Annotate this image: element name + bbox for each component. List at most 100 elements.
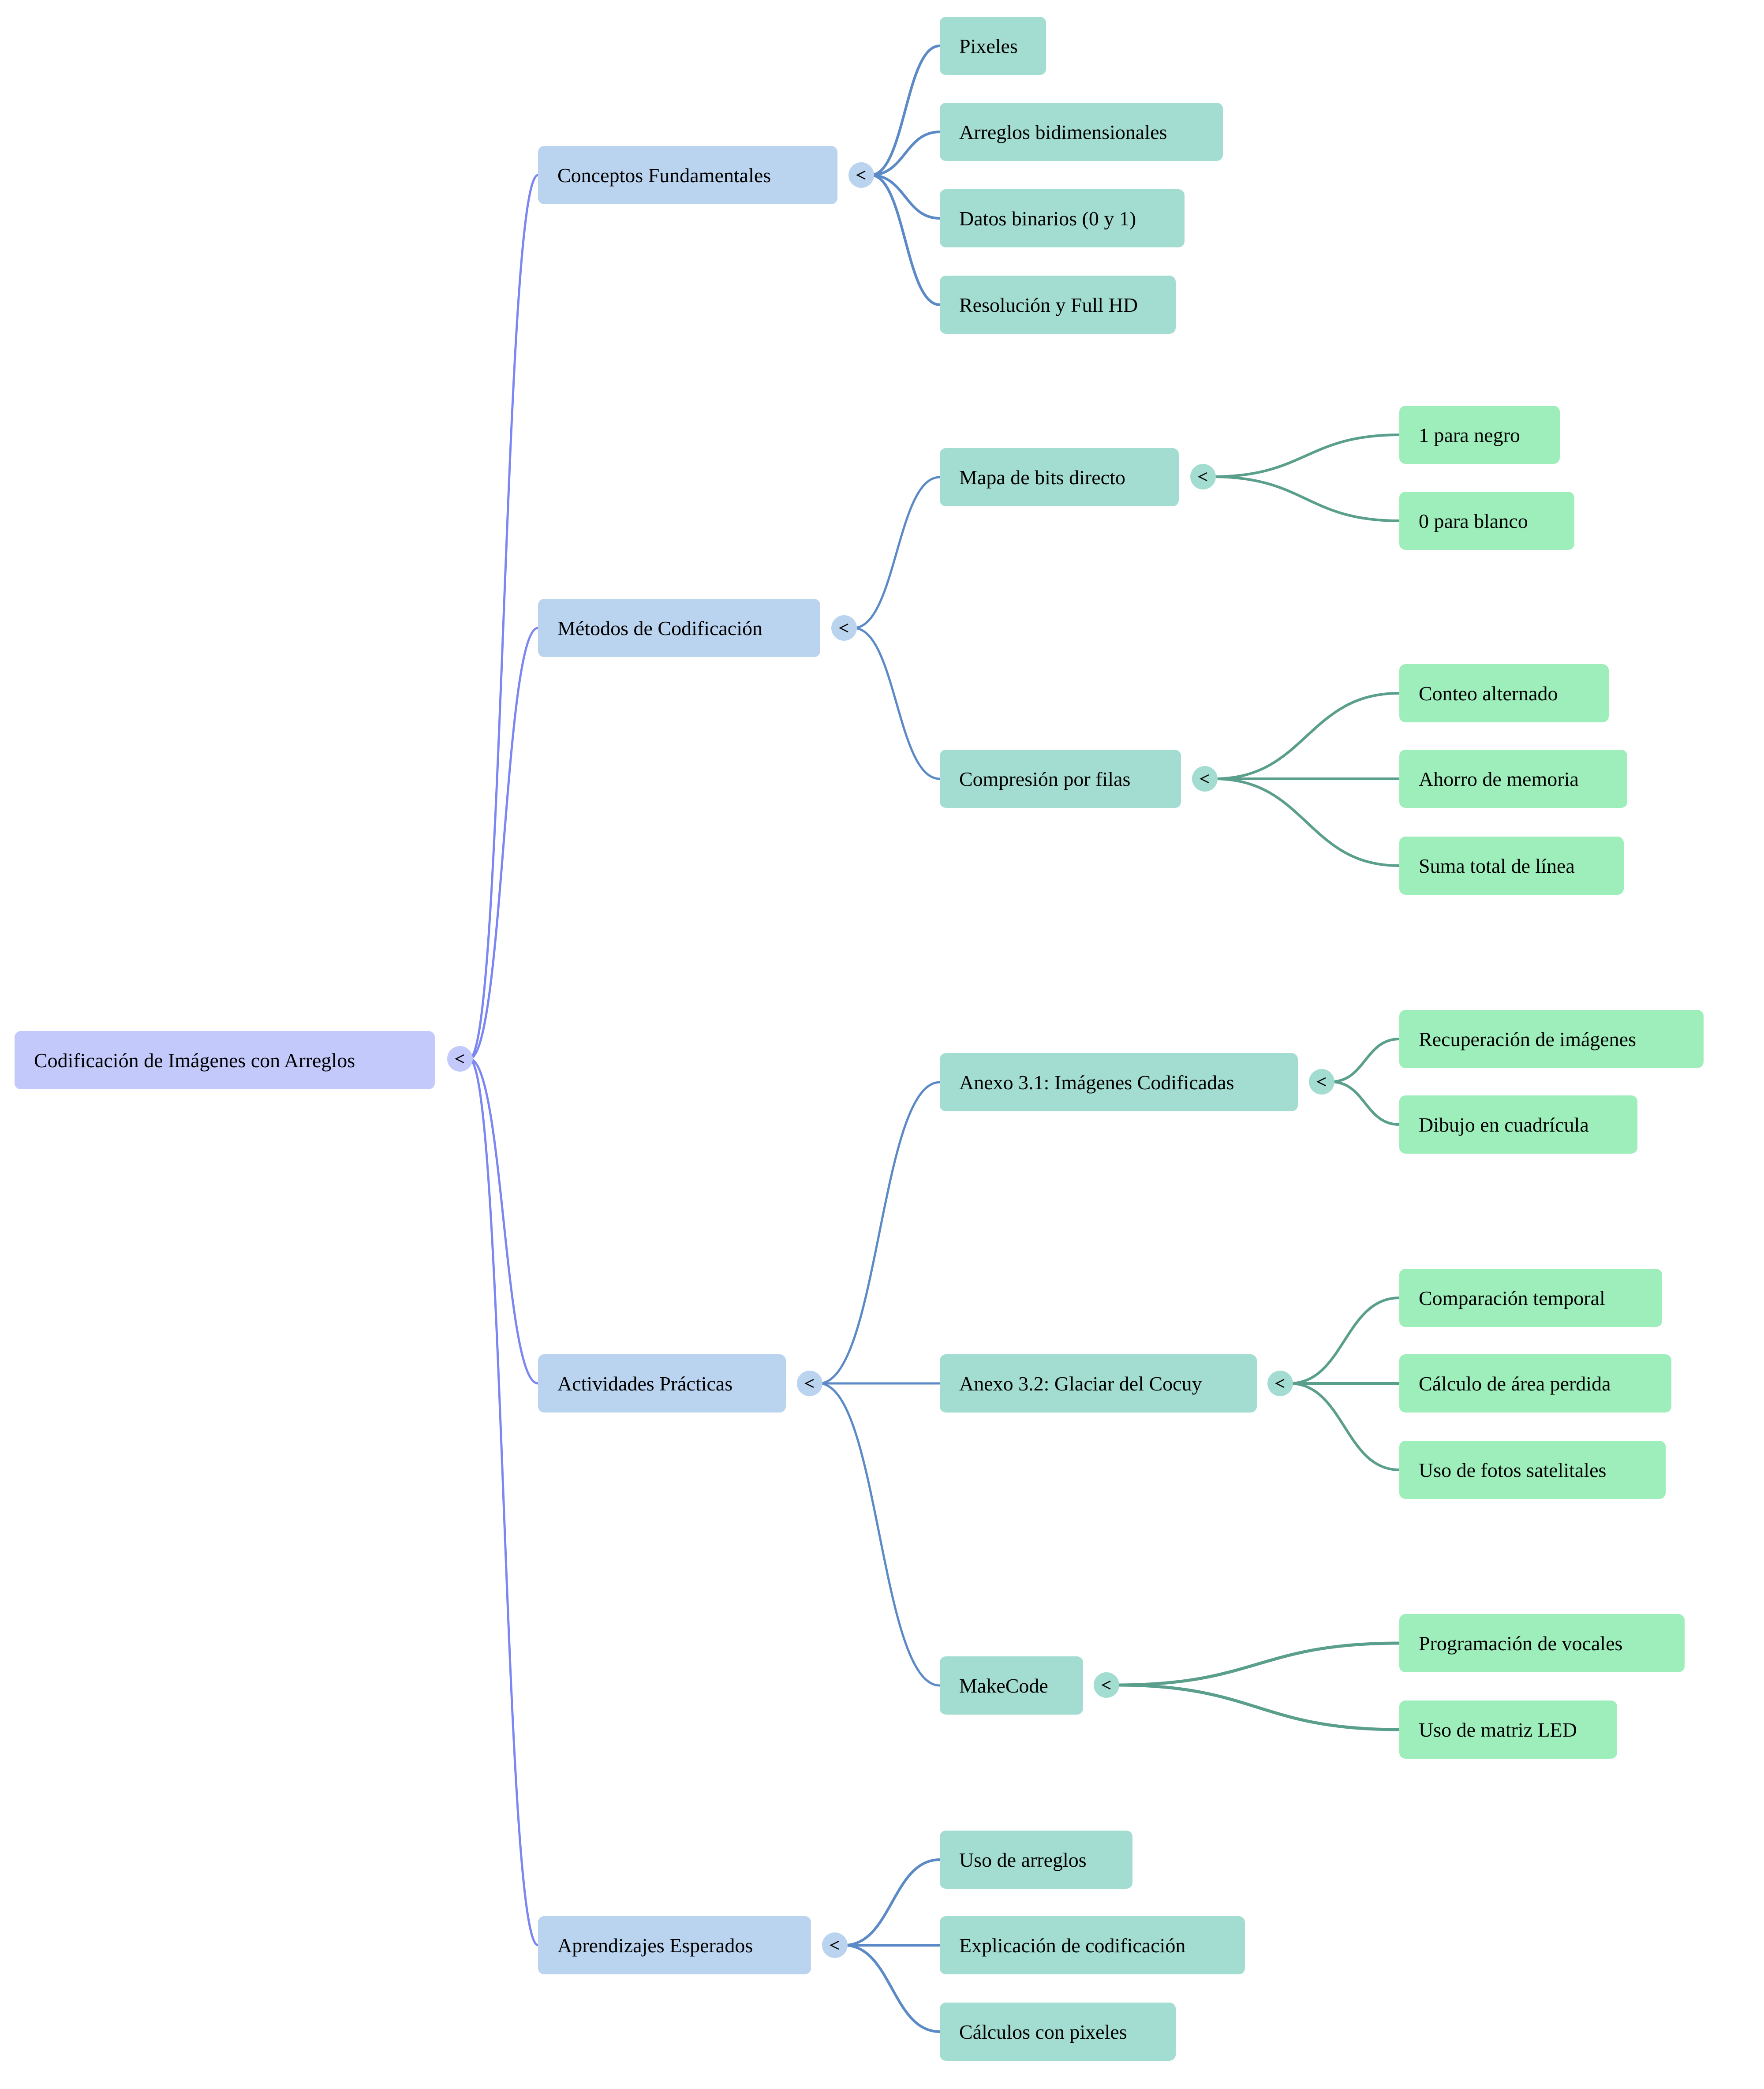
- chevron-left-icon: [1198, 472, 1207, 482]
- node-label: Anexo 3.2: Glaciar del Cocuy: [959, 1372, 1202, 1395]
- leaf-calculos-con-pixeles[interactable]: Cálculos con pixeles: [940, 2003, 1176, 2061]
- conceptos-collapse-toggle[interactable]: [848, 162, 874, 188]
- leaf-0-para-blanco[interactable]: 0 para blanco: [1399, 492, 1574, 550]
- leaf-calculo-area-perdida[interactable]: Cálculo de área perdida: [1399, 1354, 1671, 1413]
- node-label: Suma total de línea: [1419, 854, 1575, 877]
- leaf-datos-binarios[interactable]: Datos binarios (0 y 1): [940, 189, 1185, 247]
- leaf-explicacion-codificacion[interactable]: Explicación de codificación: [940, 1916, 1245, 1974]
- node-label: Uso de fotos satelitales: [1419, 1458, 1607, 1481]
- connector-line: [1330, 1038, 1400, 1083]
- leaf-1-para-negro[interactable]: 1 para negro: [1399, 406, 1560, 464]
- leaf-arreglos-bidimensionales[interactable]: Arreglos bidimensionales: [940, 103, 1223, 161]
- node-anexo-3-2[interactable]: Anexo 3.2: Glaciar del Cocuy: [940, 1354, 1257, 1413]
- anexo-3-1-collapse-toggle[interactable]: [1309, 1069, 1334, 1095]
- aprendizajes-collapse-toggle[interactable]: [822, 1932, 848, 1958]
- node-label: Cálculo de área perdida: [1419, 1372, 1611, 1395]
- node-label: Compresión por filas: [959, 767, 1131, 790]
- root-node[interactable]: Codificación de Imágenes con Arreglos: [15, 1031, 435, 1089]
- node-anexo-3-1[interactable]: Anexo 3.1: Imágenes Codificadas: [940, 1053, 1298, 1111]
- chevron-left-icon: [455, 1054, 464, 1064]
- actividades-collapse-toggle[interactable]: [797, 1371, 822, 1396]
- mapa-bits-collapse-toggle[interactable]: [1190, 464, 1216, 490]
- connector-line: [870, 131, 940, 176]
- node-label: Conteo alternado: [1419, 682, 1558, 705]
- leaf-uso-de-arreglos[interactable]: Uso de arreglos: [940, 1831, 1132, 1889]
- leaf-programacion-de-vocales[interactable]: Programación de vocales: [1399, 1614, 1685, 1672]
- node-label: MakeCode: [959, 1674, 1048, 1697]
- leaf-suma-total-de-linea[interactable]: Suma total de línea: [1399, 837, 1624, 895]
- node-label: Arreglos bidimensionales: [959, 120, 1167, 143]
- node-label: Uso de arreglos: [959, 1848, 1087, 1871]
- chevron-left-icon: [856, 170, 866, 180]
- chevron-left-icon: [804, 1379, 814, 1388]
- chevron-left-icon: [1200, 774, 1209, 784]
- node-label: Programación de vocales: [1419, 1632, 1623, 1655]
- connector-line: [1289, 1297, 1400, 1385]
- node-label: Explicación de codificación: [959, 1934, 1186, 1957]
- chevron-left-icon: [1101, 1680, 1111, 1690]
- node-label: Dibujo en cuadrícula: [1419, 1113, 1589, 1136]
- node-label: Comparación temporal: [1419, 1286, 1605, 1309]
- connector-line: [1115, 1683, 1400, 1731]
- makecode-collapse-toggle[interactable]: [1094, 1672, 1119, 1698]
- branch-conceptos-fundamentales[interactable]: Conceptos Fundamentales: [538, 146, 837, 204]
- anexo-3-2-collapse-toggle[interactable]: [1267, 1371, 1293, 1396]
- connector-line: [870, 45, 940, 176]
- connector-line: [870, 174, 940, 306]
- chevron-left-icon: [830, 1940, 839, 1950]
- connector-line: [468, 174, 539, 1060]
- chevron-left-icon: [1275, 1379, 1285, 1388]
- connector-line: [1212, 433, 1400, 478]
- node-label: 0 para blanco: [1419, 509, 1528, 532]
- branch-label: Aprendizajes Esperados: [557, 1934, 753, 1957]
- connector-line: [1330, 1080, 1400, 1126]
- branch-metodos-codificacion[interactable]: Métodos de Codificación: [538, 599, 820, 657]
- node-label: Resolución y Full HD: [959, 293, 1138, 316]
- connector-line: [1214, 692, 1400, 780]
- node-label: Mapa de bits directo: [959, 466, 1125, 489]
- branch-label: Conceptos Fundamentales: [557, 164, 771, 187]
- branch-label: Actividades Prácticas: [557, 1372, 733, 1395]
- leaf-comparacion-temporal[interactable]: Comparación temporal: [1399, 1269, 1662, 1327]
- node-compresion-por-filas[interactable]: Compresión por filas: [940, 750, 1181, 808]
- connector-line: [1115, 1641, 1400, 1687]
- connector-line: [818, 1382, 940, 1687]
- connector-line: [1212, 475, 1400, 522]
- node-mapa-de-bits[interactable]: Mapa de bits directo: [940, 448, 1179, 506]
- chevron-left-icon: [1316, 1077, 1326, 1087]
- leaf-dibujo-en-cuadricula[interactable]: Dibujo en cuadrícula: [1399, 1095, 1637, 1154]
- connector-line: [844, 1858, 940, 1947]
- branch-actividades-practicas[interactable]: Actividades Prácticas: [538, 1354, 786, 1413]
- node-label: Ahorro de memoria: [1419, 767, 1579, 790]
- metodos-collapse-toggle[interactable]: [831, 615, 857, 641]
- branch-aprendizajes-esperados[interactable]: Aprendizajes Esperados: [538, 1916, 811, 1974]
- connector-line: [870, 174, 940, 220]
- connector-line: [1289, 1382, 1400, 1471]
- leaf-recuperacion-de-imagenes[interactable]: Recuperación de imágenes: [1399, 1010, 1704, 1068]
- root-collapse-toggle[interactable]: [447, 1046, 473, 1072]
- connector-line: [853, 627, 940, 780]
- leaf-ahorro-de-memoria[interactable]: Ahorro de memoria: [1399, 750, 1627, 808]
- leaf-pixeles[interactable]: Pixeles: [940, 17, 1046, 75]
- leaf-uso-fotos-satelitales[interactable]: Uso de fotos satelitales: [1399, 1441, 1666, 1499]
- connector-line: [1214, 777, 1400, 867]
- connector-line: [844, 1944, 940, 2033]
- chevron-left-icon: [839, 623, 848, 633]
- connector-line: [853, 476, 940, 629]
- leaf-conteo-alternado[interactable]: Conteo alternado: [1399, 664, 1609, 722]
- node-label: Anexo 3.1: Imágenes Codificadas: [959, 1071, 1234, 1094]
- node-label: Datos binarios (0 y 1): [959, 207, 1136, 230]
- compresion-collapse-toggle[interactable]: [1192, 766, 1218, 792]
- leaf-uso-de-matriz-led[interactable]: Uso de matriz LED: [1399, 1700, 1617, 1759]
- connector-line: [469, 1058, 538, 1385]
- node-makecode[interactable]: MakeCode: [940, 1656, 1083, 1715]
- node-label: Uso de matriz LED: [1419, 1718, 1577, 1741]
- leaf-resolucion-full-hd[interactable]: Resolución y Full HD: [940, 276, 1176, 334]
- connector-line: [469, 627, 538, 1060]
- node-label: Recuperación de imágenes: [1419, 1028, 1636, 1050]
- root-label: Codificación de Imágenes con Arreglos: [34, 1049, 355, 1072]
- branch-label: Métodos de Codificación: [557, 617, 763, 639]
- connector-line: [468, 1058, 539, 1947]
- node-label: Pixeles: [959, 34, 1018, 57]
